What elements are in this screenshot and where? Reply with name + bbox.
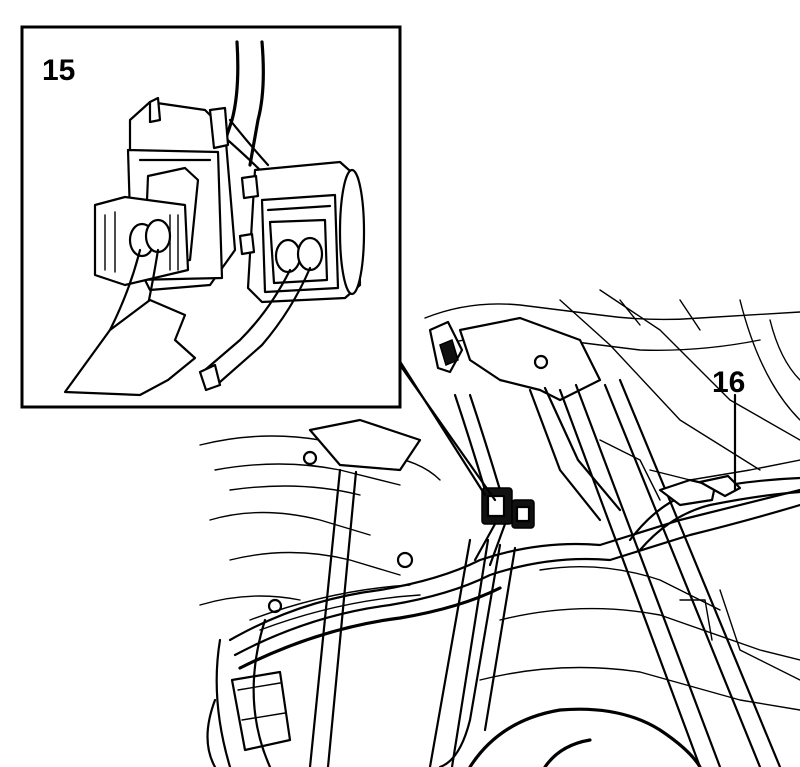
main-illustration (199, 289, 800, 767)
bolt-head (396, 551, 414, 569)
bolt-head (302, 450, 318, 466)
relay-box (206, 618, 292, 767)
inset-cables-bottom (63, 248, 312, 397)
bolt-head (267, 598, 283, 614)
harness-16 (628, 474, 800, 552)
lower-body-curves (468, 565, 800, 767)
callout-label-15: 15 (42, 54, 75, 87)
mounting-bracket (458, 316, 622, 522)
inset-right-connector (238, 160, 366, 304)
inner-fender (199, 418, 441, 614)
leader-line-15b (398, 363, 497, 502)
callout-label-16: 16 (712, 366, 745, 399)
inset-detail: 15 (20, 25, 497, 502)
wiring-harness (228, 488, 800, 767)
inset-left-connector (93, 96, 237, 292)
bolt-head (533, 354, 549, 370)
